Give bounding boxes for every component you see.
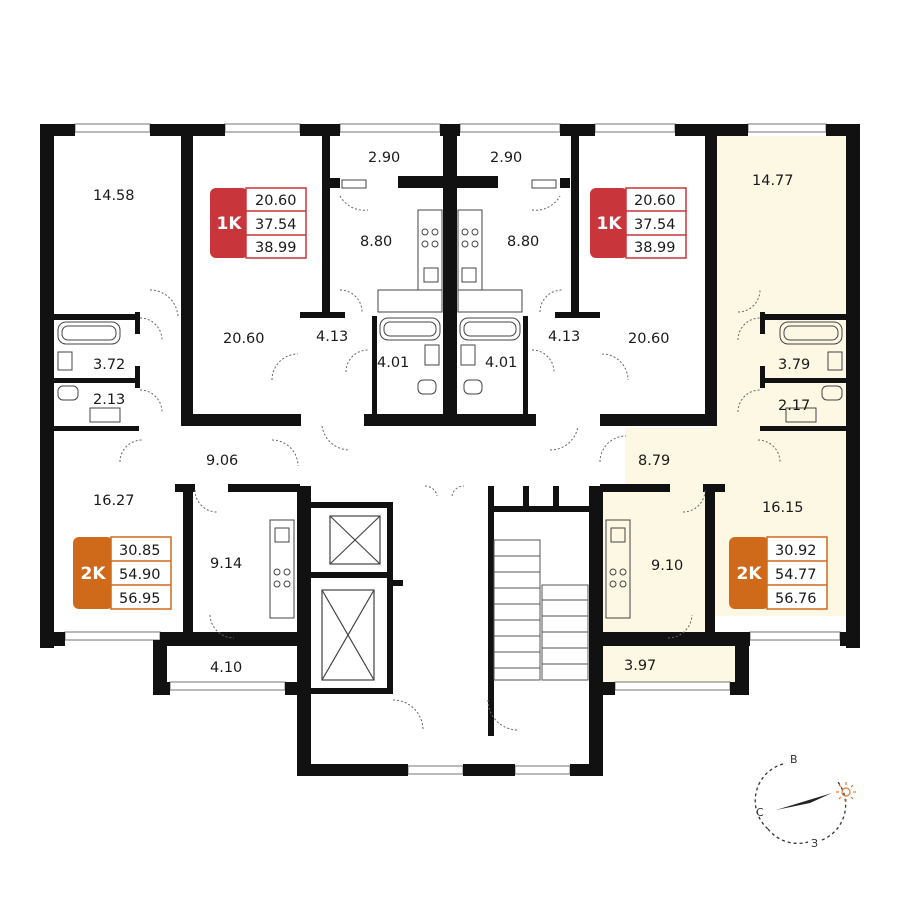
room-area-label: 8.80 [507,234,539,250]
apartment-badge-1k-left: 1K 20.60 37.54 38.99 [210,187,307,259]
room-area-label: 2.17 [778,398,810,414]
compass: В С З [754,753,856,850]
room-area-label: 9.06 [206,453,238,469]
room-area-label: 16.15 [762,500,804,516]
room-area-label: 14.77 [752,173,794,189]
room-area-label: 20.60 [223,331,265,347]
badge-type: 2K [80,564,106,584]
badge-type: 2K [736,564,762,584]
compass-label-east: В [790,753,798,766]
badge-living-area: 20.60 [255,193,297,209]
badge-values-box [245,187,307,259]
apartment-badge-2k-left: 2K 30.85 54.90 56.95 [73,536,172,610]
badge-full-area: 56.76 [775,591,817,607]
room-area-label: 2.90 [490,150,522,166]
room-area-label: 9.14 [210,556,242,572]
badge-type-box [590,188,628,258]
badge-values-box [625,187,687,259]
room-area-label: 14.58 [93,188,135,204]
apartment-badge-2k-right: 2K 30.92 54.77 56.76 [729,536,828,610]
room-area-label: 8.80 [360,234,392,250]
badge-total-area: 37.54 [255,217,297,233]
room-labels: 14.58 20.60 2.90 8.80 4.13 4.01 2.90 8.8… [93,150,810,676]
compass-label-north: С [756,806,764,819]
walls [40,124,860,776]
badge-type-box [73,537,113,609]
badge-living-area: 30.92 [775,543,817,559]
compass-needle-icon [776,793,832,810]
compass-circle [754,763,784,830]
room-area-label: 3.97 [624,658,656,674]
room-area-label: 2.90 [368,150,400,166]
staircase [493,539,589,681]
room-area-label: 16.27 [93,493,135,509]
badge-type: 1K [216,214,242,234]
badge-living-area: 30.85 [119,543,161,559]
badge-total-area: 54.90 [119,567,161,583]
room-area-label: 3.79 [778,357,810,373]
room-area-label: 4.01 [377,355,409,371]
badge-values-box [110,536,172,610]
badge-full-area: 56.95 [119,591,161,607]
room-area-label: 3.72 [93,357,125,373]
room-area-label: 4.13 [316,329,348,345]
room-area-label: 2.13 [93,392,125,408]
badge-type: 1K [596,214,622,234]
room-area-label: 8.79 [638,453,670,469]
room-area-label: 4.10 [210,660,242,676]
apartment-badge-1k-right: 1K 20.60 37.54 38.99 [590,187,687,259]
doors [119,195,781,731]
sun-icon [836,782,856,802]
badge-total-area: 54.77 [775,567,817,583]
badge-living-area: 20.60 [634,193,676,209]
room-area-label: 4.13 [548,329,580,345]
elevators [321,515,381,681]
badge-type-box [729,537,769,609]
badge-full-area: 38.99 [634,240,676,256]
badge-type-box [210,188,248,258]
badge-values-box [766,536,828,610]
room-area-label: 20.60 [628,331,670,347]
badge-total-area: 37.54 [634,217,676,233]
compass-label-west: З [811,837,818,850]
kitchen-fixtures [269,179,631,619]
room-area-label: 9.10 [651,558,683,574]
badge-full-area: 38.99 [255,240,297,256]
room-area-label: 4.01 [485,355,517,371]
bathroom-fixtures [57,317,843,423]
